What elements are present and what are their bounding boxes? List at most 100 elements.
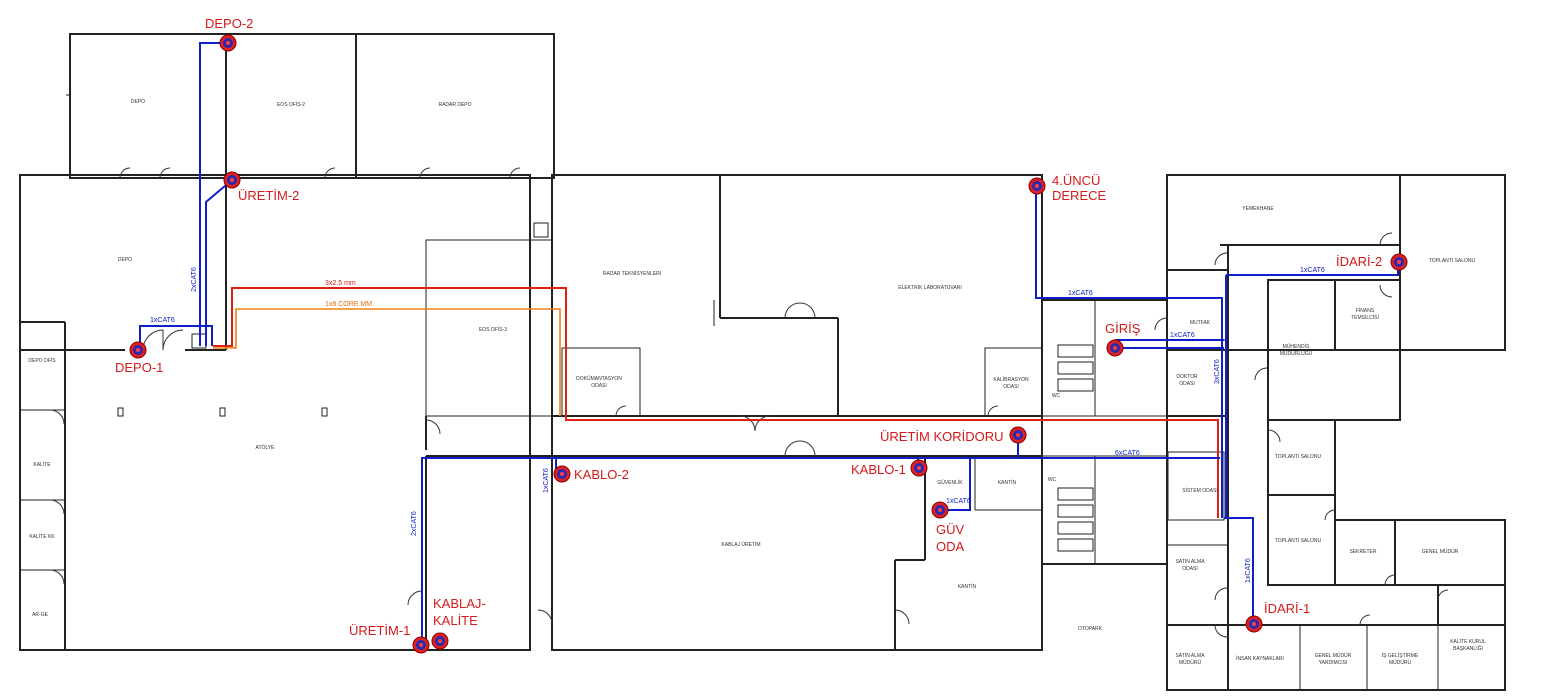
room-label: DOKTOR: [1176, 374, 1198, 380]
room-label: SATIN ALMA: [1175, 559, 1205, 565]
room-label: WC: [1052, 393, 1061, 399]
room-label: ODASI: [1003, 384, 1019, 390]
access-point-icon[interactable]: [1028, 177, 1046, 195]
room-label: MÜHENDİS: [1283, 343, 1310, 350]
room-label: ODASI: [591, 383, 607, 389]
ap-label-kablo2: KABLO-2: [574, 467, 629, 482]
walls: [19, 33, 1506, 691]
cable-route-uretim2: [205, 179, 233, 346]
cable-route-power: [213, 287, 1219, 518]
ap-label-kablaj-line2: KALİTE: [433, 613, 478, 628]
doors: [49, 167, 1449, 638]
room-label: RADAR DEPO: [438, 102, 471, 108]
ap-label-derece-line2: DERECE: [1052, 188, 1107, 203]
access-point-icon[interactable]: [910, 459, 928, 477]
cable-label: 1xCAT6: [1300, 267, 1325, 274]
room-label: KALİBRASYON: [993, 376, 1029, 383]
room-label: EOS OFİS-2: [277, 101, 305, 108]
access-point-labels: DEPO-2 ÜRETİM-2 DEPO-1 4.ÜNCÜ DERECE GİR…: [115, 16, 1382, 638]
ap-label-depo1: DEPO-1: [115, 360, 163, 375]
cable-label: 1xCAT6: [150, 317, 175, 324]
cable-route-idari1: [1224, 517, 1254, 624]
access-point-icon[interactable]: [1009, 426, 1027, 444]
room-label: BAŞKANLIĞI: [1453, 645, 1483, 652]
room-label: KALİTE KK: [29, 533, 55, 540]
cable-label: 6xCAT6: [1115, 450, 1140, 457]
room-label: MUTFAK: [1190, 320, 1211, 326]
access-point-icon[interactable]: [553, 465, 571, 483]
room-label: KALİTE KURUL: [1450, 638, 1486, 645]
ap-label-uretim-koridoru: ÜRETİM KORİDORU: [880, 429, 1004, 444]
access-points: [129, 34, 1408, 654]
access-point-icon[interactable]: [1245, 615, 1263, 633]
room-label: YARDIMCISI: [1319, 660, 1348, 666]
room-label: İNSAN KAYNAKLARI: [1236, 655, 1284, 662]
room-label: EOS OFİS-3: [479, 326, 507, 333]
cable-label: 2xCAT6: [191, 267, 198, 292]
room-label: KANTİN: [958, 583, 977, 590]
access-point-icon[interactable]: [412, 636, 430, 654]
ap-label-idari1: İDARİ-1: [1264, 601, 1310, 616]
room-label: GÜVENLİK: [937, 479, 963, 486]
cable-route-derece: [1035, 186, 1223, 518]
room-label: MÜDÜRÜ: [1179, 659, 1202, 666]
ap-label-kablo1: KABLO-1: [851, 462, 906, 477]
ap-label-guv-line1: GÜV: [936, 522, 965, 537]
room-label: OTOPARK: [1078, 626, 1103, 632]
cable-label: 2xCAT6: [411, 511, 418, 536]
room-label: WC: [1048, 477, 1057, 483]
room-label: YEMEKHANE: [1242, 206, 1274, 212]
cable-routes: [139, 42, 1399, 645]
room-label: TOPLANTI SALONU: [1275, 454, 1322, 460]
room-label: DEPO OFİS: [28, 357, 56, 364]
room-label: KABLAJ ÜRETİM: [721, 541, 760, 548]
cable-label: 1xCAT6: [1170, 332, 1195, 339]
cable-route-uretim1: [421, 457, 1220, 645]
cable-label: 1xCAT6: [543, 468, 550, 493]
cable-label: 3xCAT6: [1214, 359, 1221, 384]
ap-label-uretim2: ÜRETİM-2: [238, 188, 299, 203]
room-label: İŞ GELİŞTİRME: [1382, 652, 1419, 659]
ap-label-idari2: İDARİ-2: [1336, 254, 1382, 269]
room-labels: DEPO EOS OFİS-2 RADAR DEPO DEPO DEPO OFİ…: [28, 99, 1486, 666]
room-label: KANTİN: [998, 479, 1017, 486]
access-point-icon[interactable]: [129, 341, 147, 359]
cable-label: 1xCAT6: [1245, 558, 1252, 583]
cable-label: 1xCAT6: [1068, 290, 1093, 297]
ap-label-derece-line1: 4.ÜNCÜ: [1052, 173, 1100, 188]
room-label: MÜDÜRLÜĞÜ: [1280, 350, 1313, 357]
access-point-icon[interactable]: [431, 632, 449, 650]
room-label: DEPO: [118, 257, 132, 263]
room-label: GENEL MÜDÜR: [1315, 652, 1352, 659]
room-label: ODASI: [1182, 566, 1198, 572]
room-label: ELEKTRİK LABORATUVARI: [898, 284, 961, 291]
access-point-icon[interactable]: [1106, 339, 1124, 357]
room-label: RADAR TEKNİSYENLERİ: [603, 270, 661, 277]
ap-label-depo2: DEPO-2: [205, 16, 253, 31]
room-label: TOPLANTI SALONU: [1429, 258, 1476, 264]
cable-route-depo1: [139, 325, 213, 350]
ap-label-uretim1: ÜRETİM-1: [349, 623, 410, 638]
room-label: MÜDÜRÜ: [1389, 659, 1412, 666]
room-label: KALİTE: [33, 461, 51, 468]
cable-label: 1xCAT6: [946, 498, 971, 505]
cable-label: 1x8 CORE MM: [325, 301, 372, 308]
room-label: DEPO: [131, 99, 145, 105]
cable-route-depo2: [199, 42, 228, 346]
access-point-icon[interactable]: [219, 34, 237, 52]
room-label: FİNANS: [1356, 307, 1375, 314]
access-point-icon[interactable]: [1390, 253, 1408, 271]
ap-label-guv-line2: ODA: [936, 539, 965, 554]
room-label: ATÖLYE: [256, 444, 276, 451]
cable-label: 3x2.5 mm: [325, 280, 356, 287]
room-label: AR-GE: [32, 612, 49, 618]
cable-route-guv: [940, 458, 971, 511]
access-point-icon[interactable]: [931, 501, 949, 519]
ap-label-kablaj-line1: KABLAJ-: [433, 596, 486, 611]
room-label: ODASI: [1179, 381, 1195, 387]
access-point-icon[interactable]: [223, 171, 241, 189]
room-label: SATIN ALMA: [1175, 653, 1205, 659]
room-label: TOPLANTI SALONU: [1275, 538, 1322, 544]
room-label: GENEL MÜDÜR: [1422, 548, 1459, 555]
